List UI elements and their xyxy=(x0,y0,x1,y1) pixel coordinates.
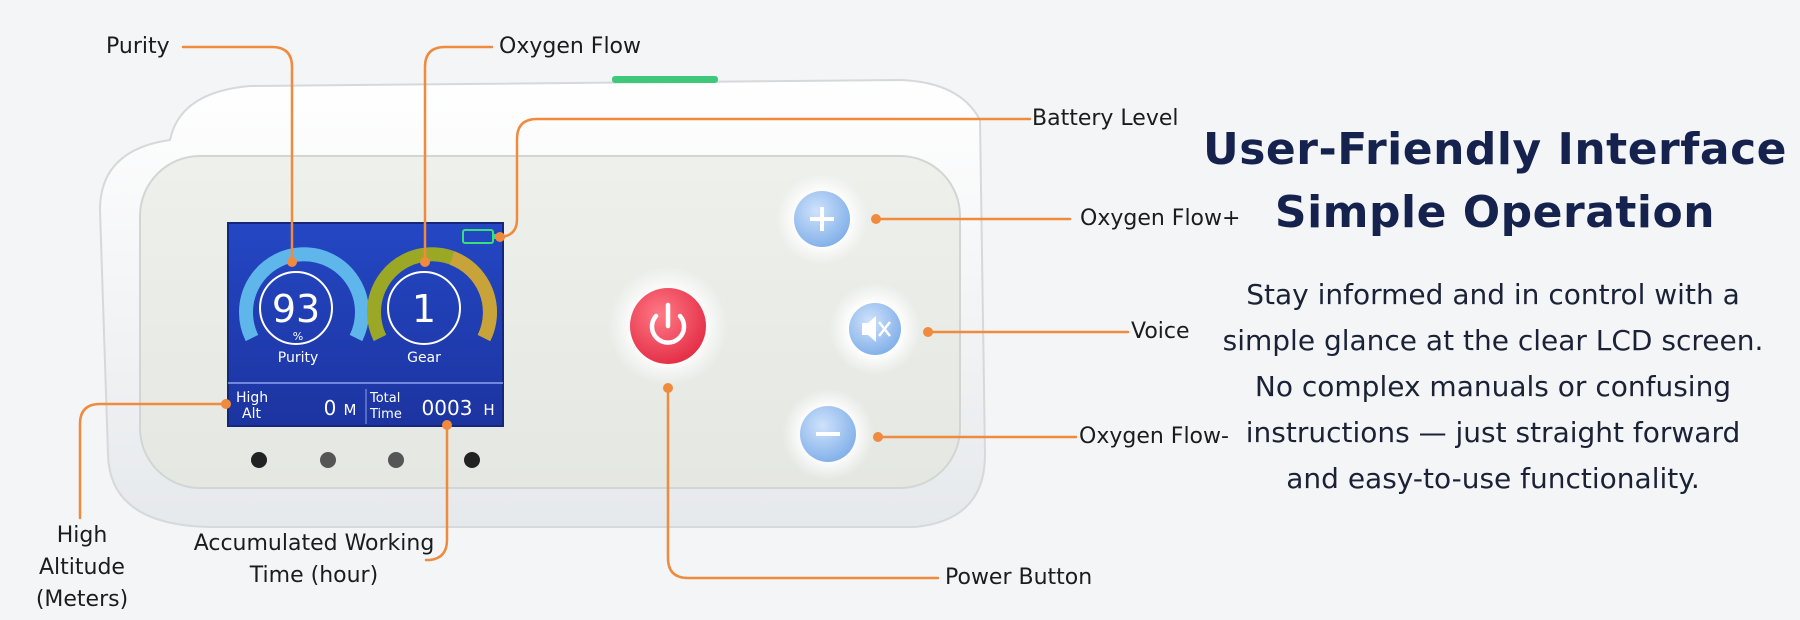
lcd-time-label-1: Total xyxy=(369,391,400,406)
charge-icon xyxy=(464,452,480,468)
oxygen-flow-plus-button[interactable] xyxy=(776,173,868,265)
lcd-purity-value: 93 xyxy=(272,287,320,331)
gear-gauge xyxy=(367,247,497,345)
leader-high-alt xyxy=(78,402,228,520)
lcd-alt-unit: M xyxy=(344,401,357,419)
headline-line-2: Simple Operation xyxy=(1274,187,1716,238)
speaker-mute-icon xyxy=(862,316,891,342)
lcd-time-value: 0003 xyxy=(422,396,473,420)
lcd-alt-label-1: High xyxy=(236,390,268,406)
leader-working-time xyxy=(424,423,449,562)
leader-power xyxy=(666,386,940,580)
lcd-time-label-2: Time xyxy=(369,407,402,422)
lcd-gear-value: 1 xyxy=(412,287,436,331)
lcd-purity-label: Purity xyxy=(278,350,319,366)
callout-purity: Purity xyxy=(106,34,170,59)
leader-dots xyxy=(221,214,933,442)
description-line: simple glance at the clear LCD screen. xyxy=(1222,324,1764,357)
lcd-purity-unit: % xyxy=(293,330,303,343)
oxygen-icon xyxy=(320,452,336,468)
oxygen-flow-minus-button[interactable] xyxy=(782,388,874,480)
description-line: and easy-to-use functionality. xyxy=(1286,462,1700,495)
alarm-icon xyxy=(251,452,267,468)
callout-oxygen-flow: Oxygen Flow xyxy=(499,34,642,59)
minus-icon xyxy=(816,432,840,436)
top-indicator-light xyxy=(612,76,718,83)
sleep-icon xyxy=(388,452,404,468)
plus-icon xyxy=(810,207,834,231)
callout-oxygen-flow-plus: Oxygen Flow+ xyxy=(1080,206,1241,231)
status-icons xyxy=(251,452,480,468)
description-line: instructions — just straight forward xyxy=(1245,416,1741,449)
lcd-time-unit: H xyxy=(483,401,494,419)
leader-oxygen-flow xyxy=(423,45,494,264)
callout-working-time: Accumulated Working Time (hour) xyxy=(193,531,435,588)
description-line: No complex manuals or confusing xyxy=(1254,370,1732,403)
voice-button[interactable] xyxy=(829,283,921,375)
lcd-alt-label-2: Alt xyxy=(242,406,261,422)
callout-power-button: Power Button xyxy=(945,565,1093,590)
leader-purity xyxy=(181,45,294,264)
callout-oxygen-flow-minus: Oxygen Flow- xyxy=(1079,424,1229,449)
leader-lines xyxy=(78,45,1130,580)
power-button[interactable] xyxy=(608,266,728,386)
headline: User-Friendly Interface Simple Operation xyxy=(1190,118,1800,244)
callout-high-altitude: High Altitude (Meters) xyxy=(35,523,129,612)
headline-line-1: User-Friendly Interface xyxy=(1202,124,1787,175)
description-line: Stay informed and in control with a xyxy=(1246,278,1740,311)
description: Stay informed and in control with a simp… xyxy=(1198,272,1788,502)
battery-icon xyxy=(462,229,496,244)
purity-gauge xyxy=(239,247,369,345)
lcd-gear-label: Gear xyxy=(407,350,441,366)
lcd-alt-value: 0 xyxy=(324,396,337,420)
callout-voice: Voice xyxy=(1131,319,1190,344)
leader-battery xyxy=(498,117,1032,239)
callout-battery-level: Battery Level xyxy=(1032,106,1179,131)
power-icon xyxy=(649,302,687,345)
